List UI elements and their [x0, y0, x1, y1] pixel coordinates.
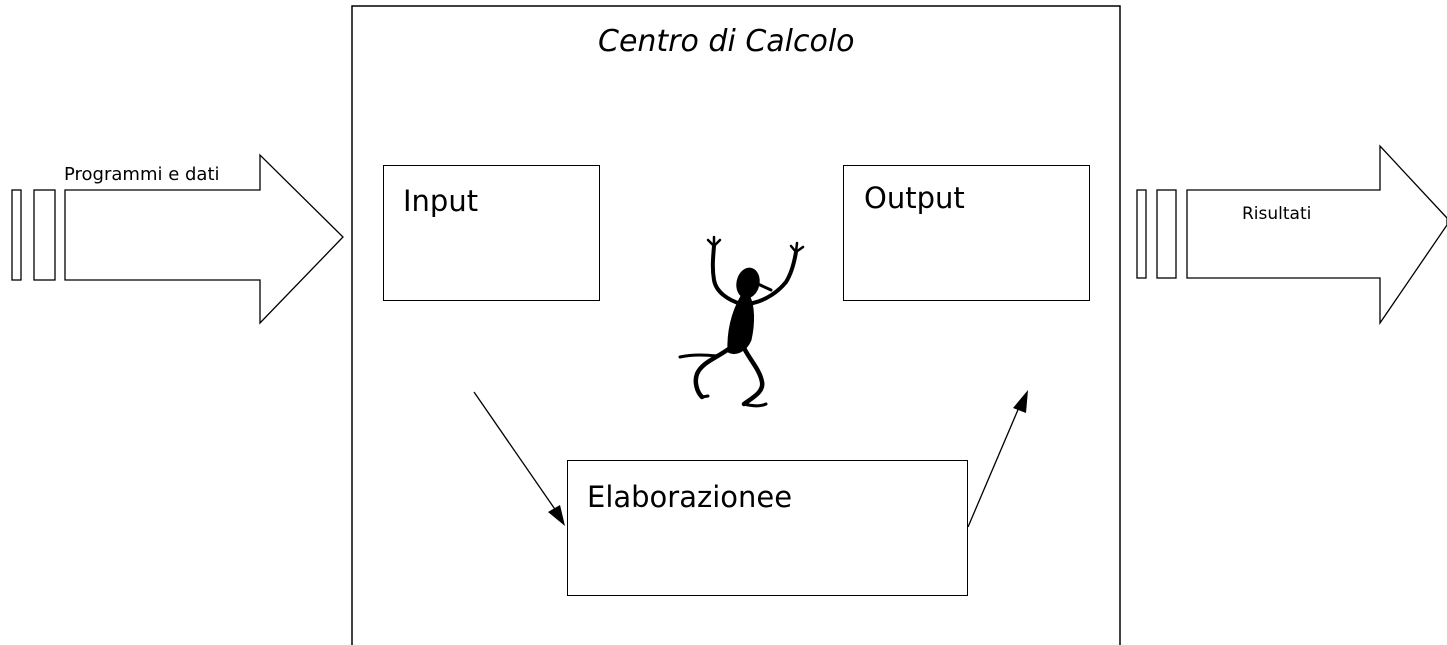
input-box: [383, 165, 600, 301]
output-arrow: [1186, 144, 1447, 326]
connector-processing-to-output: [967, 404, 1021, 528]
output-box-label: Output: [864, 181, 965, 215]
processing-box: [567, 460, 968, 596]
output-card-1: [1136, 189, 1147, 279]
connector-arrowhead-processing: [548, 505, 565, 526]
dancing-figure-icon: [678, 235, 805, 408]
output-box: [843, 165, 1090, 301]
connector-input-to-processing: [473, 391, 562, 519]
input-box-label: Input: [403, 184, 479, 218]
center-frame: [351, 5, 1121, 645]
input-card-1: [11, 189, 22, 281]
input-arrow-label: Programmi e dati: [64, 164, 220, 185]
output-card-2: [1156, 189, 1177, 279]
connector-arrowhead-output: [1013, 390, 1028, 413]
processing-box-label: Elaborazionee: [587, 480, 793, 514]
center-title: Centro di Calcolo: [598, 24, 855, 59]
output-arrow-label: Risultati: [1242, 204, 1312, 224]
input-card-2: [33, 189, 56, 281]
input-arrow: [64, 153, 344, 325]
